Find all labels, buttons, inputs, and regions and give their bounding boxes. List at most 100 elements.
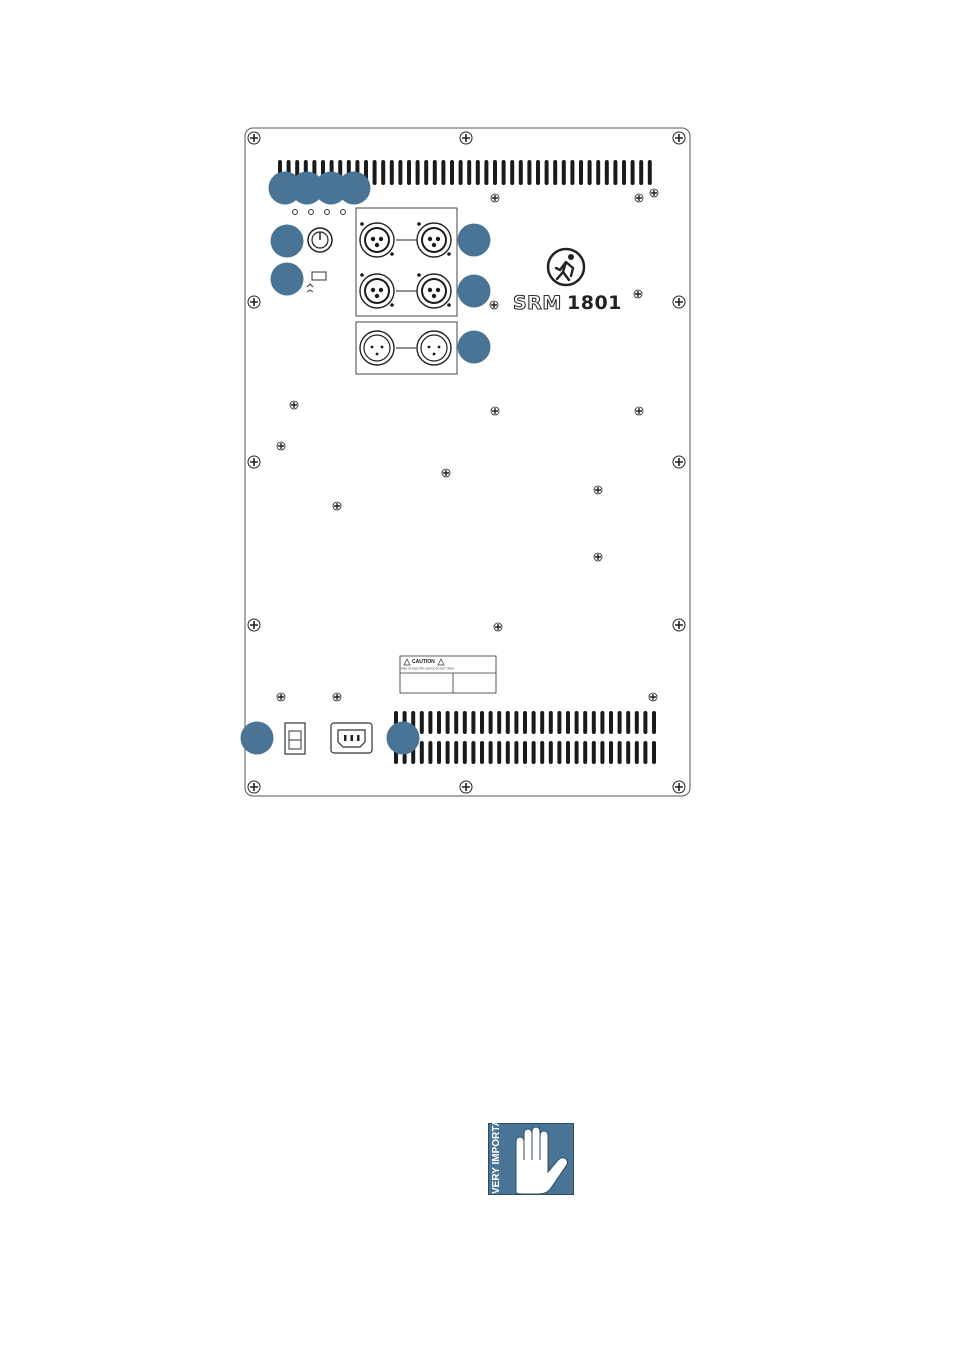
callout-marker xyxy=(387,722,420,755)
vent-slot xyxy=(497,741,501,764)
vent-slot xyxy=(553,160,557,185)
small-screw-icon xyxy=(333,502,341,510)
vent-slot xyxy=(506,741,510,764)
screw-icon xyxy=(673,619,685,631)
vent-slot xyxy=(390,160,394,185)
vent-slot xyxy=(476,160,480,185)
level-knob[interactable] xyxy=(308,228,332,252)
vent-slot xyxy=(557,711,561,734)
vent-slot xyxy=(506,711,510,734)
vent-slot xyxy=(618,741,622,764)
small-screw-icon xyxy=(494,623,502,631)
vent-slot xyxy=(398,160,402,185)
vent-slot xyxy=(450,160,454,185)
xlr-female-jack[interactable] xyxy=(360,273,394,308)
callout-marker xyxy=(241,722,274,755)
caution-label: CAUTION RISK OF ELECTRIC SHOCK DO NOT OP… xyxy=(400,656,496,693)
vent-slot xyxy=(583,741,587,764)
vent-slot xyxy=(618,711,622,734)
vent-slot xyxy=(592,741,596,764)
small-screw-icon xyxy=(442,469,450,477)
xlr-female-jack[interactable] xyxy=(417,222,451,257)
xlr-female-jack[interactable] xyxy=(417,273,451,308)
vent-slot xyxy=(433,160,437,185)
vent-slot xyxy=(480,741,484,764)
vent-slot xyxy=(566,741,570,764)
vent-slot xyxy=(489,711,493,734)
vent-slot xyxy=(407,160,411,185)
vent-slot xyxy=(420,711,424,734)
vent-slot xyxy=(489,741,493,764)
vent-slot xyxy=(441,160,445,185)
small-screw-icon xyxy=(333,693,341,701)
very-important-label: VERY IMPORTANT xyxy=(491,1126,502,1194)
vent-slot xyxy=(600,711,604,734)
callout-marker xyxy=(338,172,371,205)
vent-slot xyxy=(613,160,617,185)
small-screw-icon xyxy=(635,407,643,415)
screw-icon xyxy=(248,619,260,631)
vent-slot xyxy=(471,741,475,764)
callout-marker xyxy=(458,224,491,257)
model-prefix: SRM xyxy=(513,292,562,314)
xlr-male-jack[interactable] xyxy=(360,331,394,365)
vent-slot xyxy=(428,741,432,764)
vent-slot xyxy=(566,711,570,734)
vent-slot xyxy=(467,160,471,185)
xlr-female-jack[interactable] xyxy=(360,222,394,257)
small-screw-icon xyxy=(634,290,642,298)
xlr-male-jack[interactable] xyxy=(417,331,451,365)
vent-slot xyxy=(446,711,450,734)
small-screw-icon xyxy=(277,693,285,701)
screw-icon xyxy=(673,781,685,793)
vent-slot xyxy=(652,741,656,764)
vent-slot xyxy=(643,741,647,764)
vent-slot xyxy=(373,160,377,185)
screw-icon xyxy=(248,132,260,144)
vent-slot xyxy=(605,160,609,185)
small-screw-icon xyxy=(594,553,602,561)
small-screw-icon xyxy=(491,194,499,202)
vent-slot xyxy=(437,741,441,764)
small-screw-icon xyxy=(290,401,298,409)
callout-marker xyxy=(271,263,304,296)
vent-slot xyxy=(545,160,549,185)
vent-slot xyxy=(446,741,450,764)
screw-icon xyxy=(673,456,685,468)
vent-slot xyxy=(609,741,613,764)
vent-slot xyxy=(493,160,497,185)
iec-power-inlet[interactable] xyxy=(331,723,372,753)
small-screw-icon xyxy=(490,301,498,309)
vent-slot xyxy=(519,160,523,185)
vent-slot xyxy=(592,711,596,734)
vent-slot xyxy=(454,741,458,764)
vent-slot xyxy=(437,711,441,734)
small-screw-icon xyxy=(649,693,657,701)
vent-slot xyxy=(562,160,566,185)
vent-slot xyxy=(639,160,643,185)
power-switch[interactable] xyxy=(285,723,305,754)
screw-icon xyxy=(460,781,472,793)
screw-icon xyxy=(673,296,685,308)
vent-slot xyxy=(635,741,639,764)
vent-slot xyxy=(583,711,587,734)
vent-slot xyxy=(424,160,428,185)
vent-slot xyxy=(514,711,518,734)
vent-slot xyxy=(588,160,592,185)
vent-slot xyxy=(454,711,458,734)
vent-slot xyxy=(626,741,630,764)
screw-icon xyxy=(248,296,260,308)
small-screw-icon xyxy=(650,189,658,197)
vent-slot xyxy=(579,160,583,185)
vent-slot xyxy=(540,711,544,734)
small-screw-icon xyxy=(594,486,602,494)
vent-slot xyxy=(622,160,626,185)
vent-slot xyxy=(523,711,527,734)
vent-slot xyxy=(510,160,514,185)
vent-slot xyxy=(631,160,635,185)
callout-marker xyxy=(271,225,304,258)
screw-icon xyxy=(248,781,260,793)
model-number: 1801 xyxy=(567,292,622,314)
small-screw-icon xyxy=(277,442,285,450)
